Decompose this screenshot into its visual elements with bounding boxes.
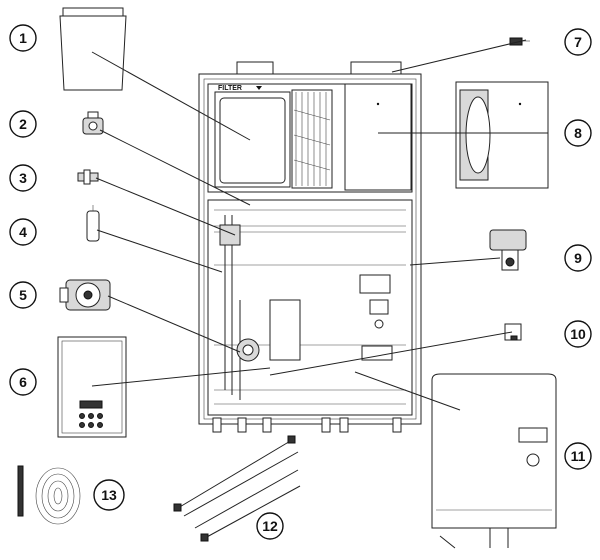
- svg-text:5: 5: [19, 287, 27, 303]
- svg-text:6: 6: [19, 374, 27, 390]
- callout-11: 11: [564, 442, 592, 470]
- part-3-connector: [77, 169, 99, 185]
- svg-text:8: 8: [574, 125, 582, 141]
- svg-text:12: 12: [262, 518, 278, 534]
- svg-text:13: 13: [101, 487, 117, 503]
- part-9-valve: [489, 229, 527, 271]
- svg-text:7: 7: [574, 34, 582, 50]
- callout-1: 1: [9, 24, 37, 52]
- upper-right-module: [344, 83, 412, 191]
- part-10-bracket: [504, 323, 522, 341]
- part-5-pump: [59, 279, 111, 311]
- coil-fins: [291, 89, 333, 189]
- svg-text:2: 2: [19, 116, 27, 132]
- part-12-hoses: [173, 435, 301, 542]
- callout-2: 2: [9, 110, 37, 138]
- callout-5: 5: [9, 281, 37, 309]
- svg-text:3: 3: [19, 170, 27, 186]
- callout-3: 3: [9, 164, 37, 192]
- callout-10: 10: [564, 320, 592, 348]
- svg-text:9: 9: [574, 250, 582, 266]
- callout-7: 7: [564, 28, 592, 56]
- part-8-side-panel: [455, 81, 549, 189]
- part-13-sensor-coil: [17, 465, 81, 525]
- callout-9: 9: [564, 244, 592, 272]
- part-1-filter: [59, 7, 127, 91]
- callout-6: 6: [9, 368, 37, 396]
- part-4-cylinder: [86, 205, 100, 242]
- part-6-front-cover: [57, 336, 127, 438]
- callout-8: 8: [564, 119, 592, 147]
- part-11-tank: [431, 373, 557, 549]
- svg-text:11: 11: [571, 448, 586, 464]
- filter-label: FILTER: [218, 85, 242, 92]
- callout-13: 13: [93, 479, 125, 511]
- svg-text:10: 10: [570, 326, 586, 342]
- part-2-valve: [82, 111, 104, 135]
- callout-4: 4: [9, 218, 37, 246]
- leader-lines: [91, 39, 548, 411]
- callout-12: 12: [256, 512, 284, 540]
- main-unit: FILTER: [198, 61, 422, 433]
- bottom-fittings: [212, 417, 402, 433]
- svg-text:1: 1: [19, 30, 27, 46]
- svg-text:4: 4: [19, 224, 27, 240]
